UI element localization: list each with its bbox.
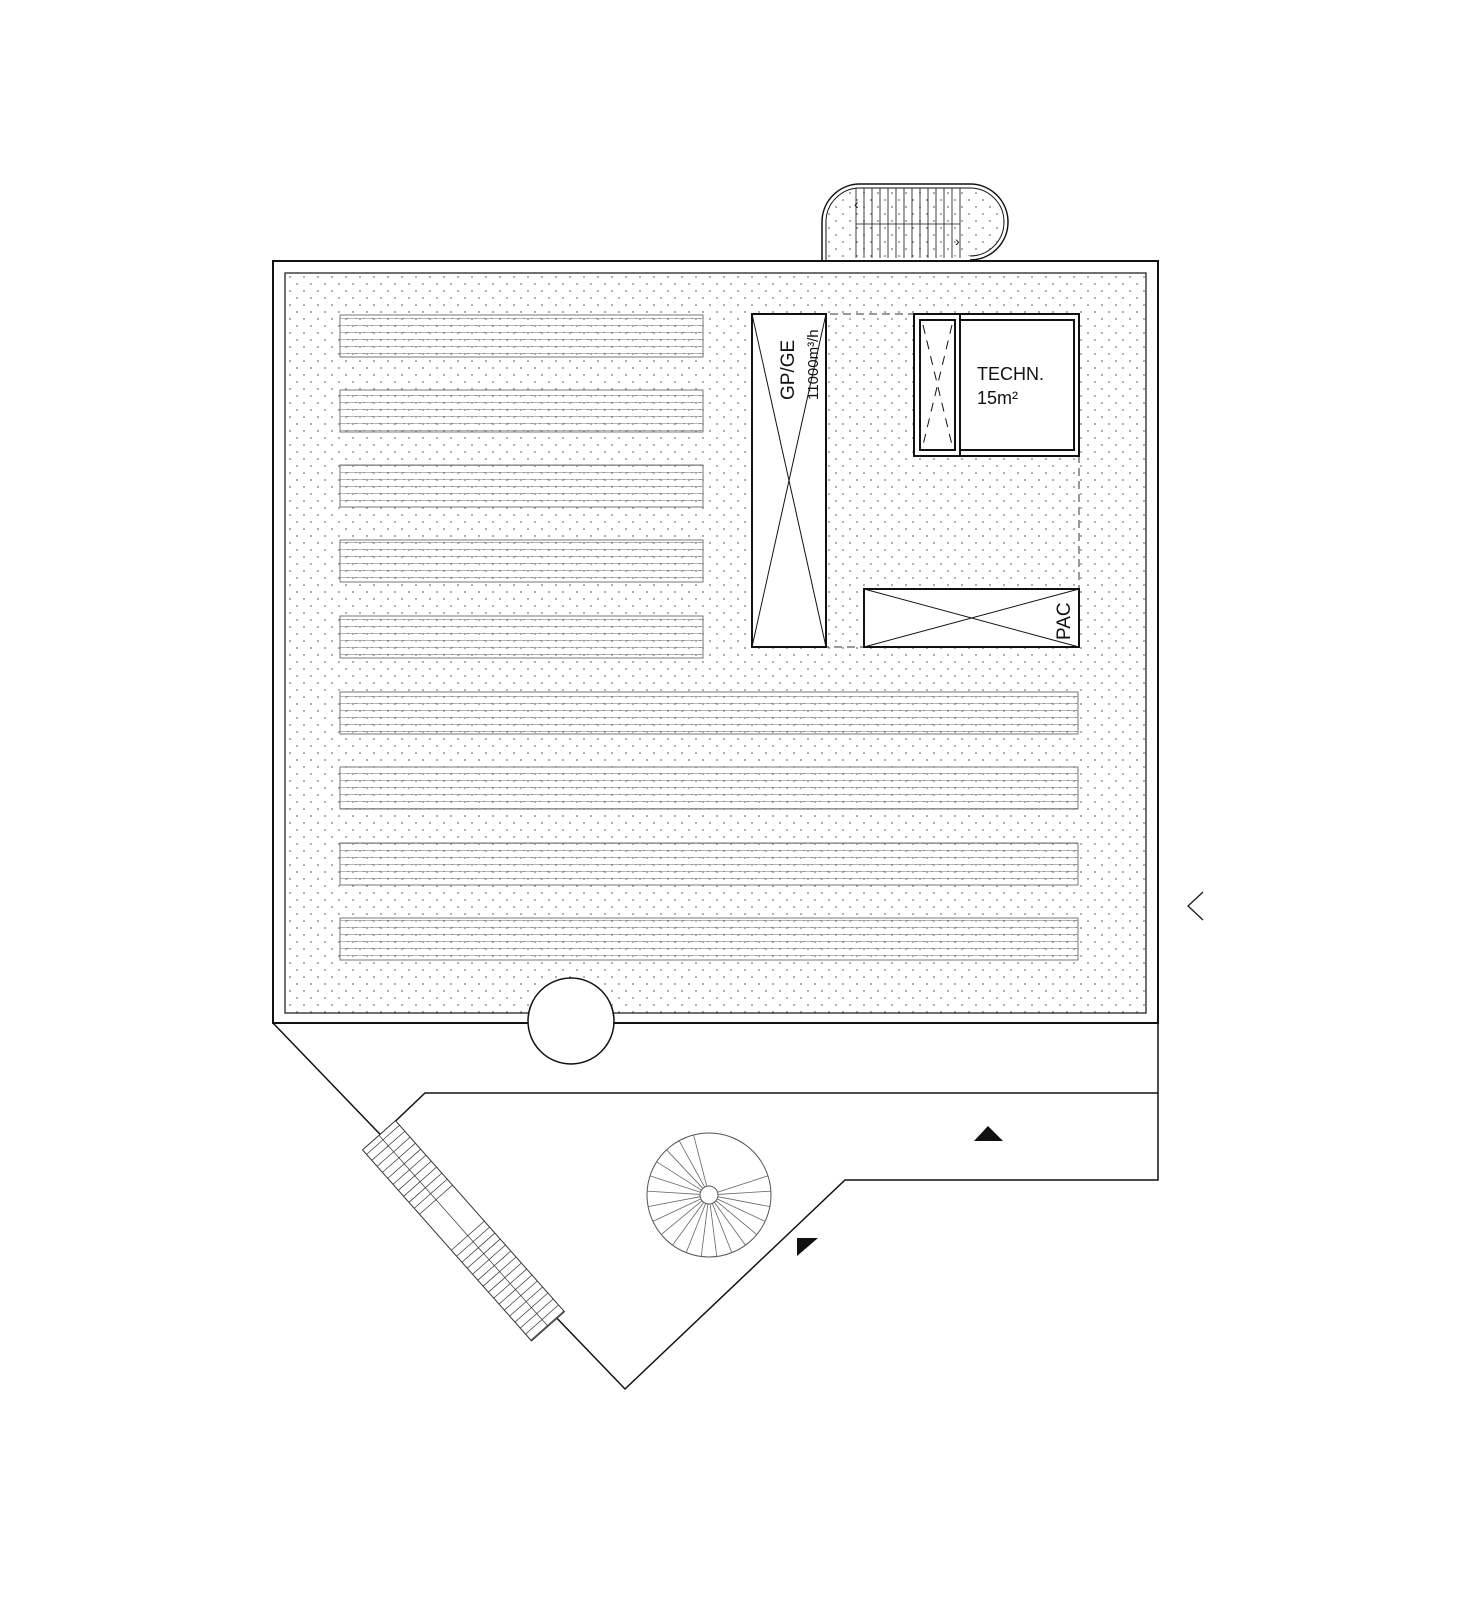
- spiral-step: [660, 1200, 703, 1235]
- stair-step: [482, 1256, 517, 1287]
- lower-terrace: [272, 977, 1159, 1391]
- solar-panel-row: [339, 314, 704, 358]
- stair-step: [413, 1178, 448, 1209]
- solar-panel-row: [339, 691, 1079, 735]
- stair-step: [509, 1286, 543, 1317]
- spiral-step: [666, 1149, 704, 1189]
- spiral-step: [693, 1134, 708, 1187]
- stair-step: [466, 1238, 501, 1269]
- stair-step: [456, 1226, 490, 1257]
- stair-tower-top: ‹ ›: [821, 183, 1009, 261]
- spiral-step: [715, 1200, 758, 1235]
- stair-step: [488, 1262, 522, 1293]
- stair-step: [403, 1166, 437, 1197]
- spiral-step: [672, 1202, 705, 1246]
- stair-step: [392, 1154, 427, 1185]
- gpge-label: GP/GE: [778, 340, 799, 400]
- spiral-staircase: [646, 1132, 772, 1258]
- spiral-step: [711, 1203, 733, 1253]
- stair-step: [461, 1232, 496, 1263]
- spiral-step: [717, 1175, 769, 1193]
- stair-flight: [361, 1120, 566, 1342]
- spiral-step: [649, 1175, 701, 1193]
- straight-staircase: [361, 1120, 566, 1342]
- stair-step: [382, 1142, 416, 1173]
- stair-step: [477, 1250, 512, 1281]
- techn-label: TECHN.: [977, 364, 1044, 384]
- entrance-triangle-icon: [797, 1238, 818, 1256]
- stair-step: [419, 1184, 453, 1215]
- solar-panel-rows: [339, 314, 1079, 961]
- stair-step: [514, 1292, 549, 1323]
- stair-step: [376, 1136, 411, 1167]
- stair-step: [498, 1274, 533, 1305]
- spiral-step: [652, 1198, 702, 1222]
- solar-panel-row: [339, 539, 704, 583]
- spiral-step: [717, 1190, 771, 1195]
- stair-step: [398, 1160, 432, 1191]
- gpge-unit: GP/GE 11000m³/h: [751, 313, 827, 648]
- stair-step: [387, 1148, 421, 1179]
- stair-step: [493, 1268, 527, 1299]
- solar-panel-row: [339, 917, 1079, 961]
- solar-panel-row: [339, 842, 1079, 886]
- spiral-step: [716, 1198, 766, 1222]
- stair-steps: [855, 188, 961, 258]
- pac-unit: PAC: [863, 588, 1080, 648]
- gpge-flow-label: 11000m³/h: [805, 329, 822, 400]
- spiral-step: [685, 1203, 707, 1253]
- stair-step: [520, 1298, 554, 1329]
- spiral-step: [717, 1196, 770, 1208]
- technical-room: TECHN. 15m²: [913, 313, 1080, 457]
- spiral-core: [699, 1185, 719, 1205]
- stair-step: [366, 1124, 400, 1155]
- stair-step: [451, 1220, 485, 1251]
- pac-label: PAC: [1054, 602, 1075, 640]
- stair-arrow-icon: ›: [955, 233, 960, 249]
- stair-step: [504, 1280, 538, 1311]
- section-marker-icon: [1187, 891, 1204, 921]
- techn-area: 15m²: [977, 388, 1018, 408]
- spiral-step: [713, 1202, 746, 1246]
- spiral-step: [700, 1203, 709, 1257]
- spiral-step: [709, 1203, 718, 1257]
- spiral-step: [648, 1196, 701, 1208]
- spiral-step: [656, 1161, 702, 1191]
- solar-panel-row: [339, 615, 704, 659]
- round-skylight: [527, 977, 615, 1065]
- stair-step: [472, 1244, 506, 1275]
- entrance-triangle-icon: [974, 1126, 1003, 1141]
- stair-divider: [378, 1135, 549, 1327]
- solar-panel-row: [339, 464, 704, 508]
- spiral-step: [678, 1140, 706, 1188]
- stair-step: [525, 1304, 559, 1335]
- spiral-step: [647, 1190, 701, 1195]
- stair-step: [530, 1310, 565, 1341]
- stair-step: [371, 1130, 405, 1161]
- stair-arrow-icon: ‹: [854, 196, 859, 212]
- solar-panel-row: [339, 766, 1079, 810]
- stair-step: [408, 1172, 443, 1203]
- solar-panel-row: [339, 389, 704, 433]
